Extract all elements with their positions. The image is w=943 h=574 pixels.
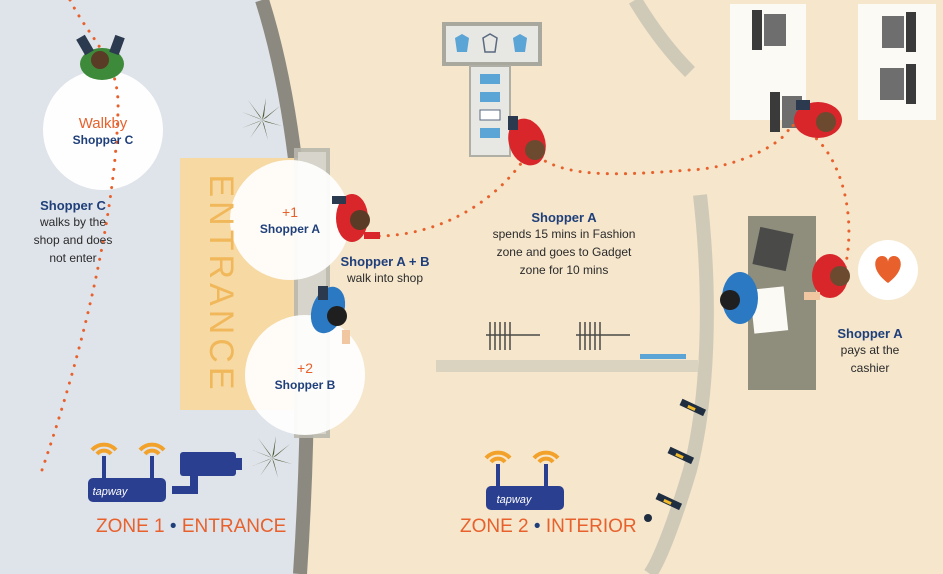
- walkby-circle: [43, 70, 163, 190]
- shopper-b-entry-name: Shopper B: [275, 378, 336, 392]
- cashier-note-line-1: pays at the: [840, 343, 900, 357]
- shopper-a-entry-count: +1: [282, 204, 298, 220]
- shopper-a-entry-name: Shopper A: [260, 222, 321, 236]
- heart-icon: [875, 256, 901, 283]
- shelf-accent: [640, 354, 686, 359]
- zone-1-text: ENTRANCE: [181, 516, 287, 537]
- security-camera-icon: [172, 452, 242, 494]
- palm-plant-icon: [242, 98, 292, 478]
- zone-2-sep: •: [533, 516, 541, 537]
- fashion-note-line-3: zone for 10 mins: [519, 263, 609, 277]
- shirt-display-icon: [442, 22, 542, 66]
- gadget-table-2: [858, 4, 936, 120]
- shopper-c-note: Shopper C walks by the shop and does not…: [8, 198, 138, 267]
- zone-1-name: ZONE 1: [96, 516, 165, 537]
- fashion-note-title: Shopper A: [531, 210, 597, 225]
- zone-1-sep: •: [169, 516, 177, 537]
- store-floor: [262, 0, 943, 574]
- walkby-shopper-label: Shopper C: [73, 133, 134, 147]
- entry-note-title: Shopper A + B: [340, 254, 430, 269]
- shopper-b-entry-count: +2: [297, 360, 313, 376]
- router-brand-zone1: tapway: [93, 486, 129, 498]
- shopper-a-entry-circle: [230, 160, 350, 280]
- hanger-rack-right: [576, 322, 630, 350]
- shopper-c-note-line-1: walks by the: [39, 215, 107, 229]
- cashier-note: Shopper A pays at the cashier: [820, 326, 920, 377]
- interior-wall-top: [628, 0, 695, 77]
- gate-sensors: [644, 398, 707, 522]
- fashion-note: Shopper A spends 15 mins in Fashion zone…: [474, 210, 654, 279]
- entry-note-line: walk into shop: [346, 271, 424, 285]
- entrance-sign: ENTRANCE: [202, 174, 240, 393]
- cashier-staff-figure: [720, 272, 758, 324]
- entry-note: Shopper A + B walk into shop: [330, 254, 440, 287]
- clothes-rack-icon: [469, 65, 511, 157]
- shopper-c-figure: [76, 34, 125, 80]
- wifi-router-icon-zone2: [484, 450, 564, 510]
- shopper-b-entry-figure: [310, 286, 350, 344]
- shopper-a-gadget-figure: [794, 100, 842, 138]
- hanger-rack-left: [486, 322, 540, 350]
- fashion-note-line-2: zone and goes to Gadget: [496, 245, 632, 259]
- cashier-counter: [748, 216, 816, 390]
- shopper-c-note-line-2: shop and does: [33, 233, 113, 247]
- cashier-note-line-2: cashier: [850, 361, 890, 375]
- interior-divider-wall: [644, 194, 714, 574]
- shopper-c-note-line-3: not enter: [49, 251, 97, 265]
- shopper-b-entry-circle: [245, 315, 365, 435]
- zone-2-text: INTERIOR: [545, 516, 637, 537]
- zone-1-label: ZONE 1 • ENTRANCE: [96, 516, 286, 538]
- shopper-c-note-title: Shopper C: [40, 198, 106, 213]
- shopper-a-entry-figure: [332, 194, 380, 242]
- wifi-router-icon: [88, 442, 166, 502]
- fashion-note-line-1: spends 15 mins in Fashion: [492, 227, 636, 241]
- shopper-a-cashier-figure: [804, 254, 850, 300]
- display-shelf: [436, 360, 698, 372]
- zone-2-label: ZONE 2 • INTERIOR: [460, 516, 637, 538]
- zone-2-name: ZONE 2: [460, 516, 529, 537]
- cashier-note-title: Shopper A: [837, 326, 903, 341]
- walkby-label: Walkby: [79, 115, 128, 132]
- shopper-a-fashion-figure: [508, 116, 546, 166]
- router-brand-zone2: tapway: [497, 494, 533, 506]
